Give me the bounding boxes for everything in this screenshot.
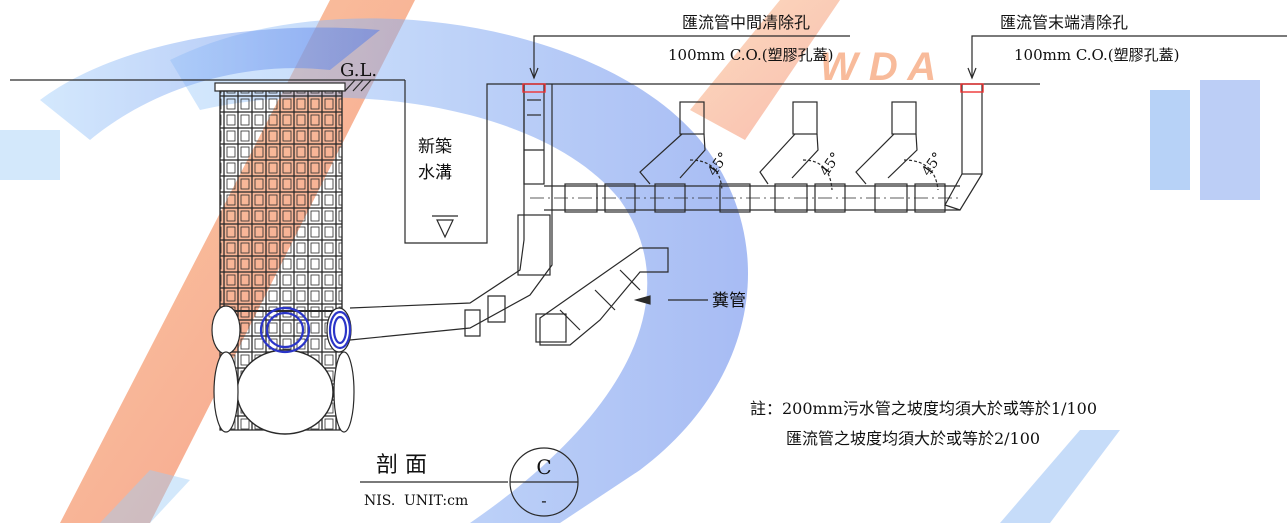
branch-1 [639, 101, 723, 191]
leader-arrows [529, 67, 977, 80]
mid-cleanout-leader [533, 35, 850, 78]
svg-text:W D A: W D A [820, 45, 936, 89]
feces-pipe-label: 糞管 [712, 291, 746, 311]
angle-label-3: 45° [919, 150, 946, 180]
ditch-label-line1: 新築 [418, 137, 452, 157]
sewer-pipe-upper [349, 84, 525, 309]
collector-pipe [530, 183, 960, 213]
pipe-fittings [464, 295, 506, 337]
mid-cleanout-title: 匯流管中間清除孔 [682, 13, 810, 32]
end-cleanout-title: 匯流管末端清除孔 [1000, 13, 1128, 32]
end-cleanout-spec: 100mm C.O.(塑膠孔蓋) [1014, 46, 1179, 64]
section-title: 剖 面 [376, 453, 427, 478]
gl-label: G.L. [340, 60, 377, 81]
unit-label: UNIT:cm [404, 493, 468, 509]
mid-cleanout-cover [522, 83, 546, 93]
feces-pipe-arrow [633, 295, 651, 305]
pipe-openings [259, 306, 352, 354]
feces-pipe [535, 247, 669, 346]
section-letter: C [536, 455, 551, 479]
sewer-pipe-lower [349, 84, 553, 341]
ditch-label-line2: 水溝 [418, 163, 452, 183]
end-cleanout-riser [944, 83, 984, 211]
branch-3 [855, 101, 939, 191]
watermark: W D A [0, 0, 1260, 523]
tank-base [211, 305, 355, 435]
scale-label: NIS. [364, 493, 395, 509]
branch-2 [759, 101, 833, 191]
ground-hatch [344, 79, 372, 92]
water-level-symbol [436, 219, 454, 239]
angle-label-2: 45° [817, 150, 844, 180]
note-line-1: 註：200mm污水管之坡度均須大於或等於1/100 [750, 399, 1097, 418]
sheet-ref: - [541, 491, 546, 510]
note-line-2: 匯流管之坡度均須大於或等於2/100 [786, 429, 1040, 448]
end-cleanout-leader [971, 35, 1287, 78]
mid-cleanout-spec: 100mm C.O.(塑膠孔蓋) [668, 46, 833, 64]
ditch-outline [404, 80, 1040, 244]
